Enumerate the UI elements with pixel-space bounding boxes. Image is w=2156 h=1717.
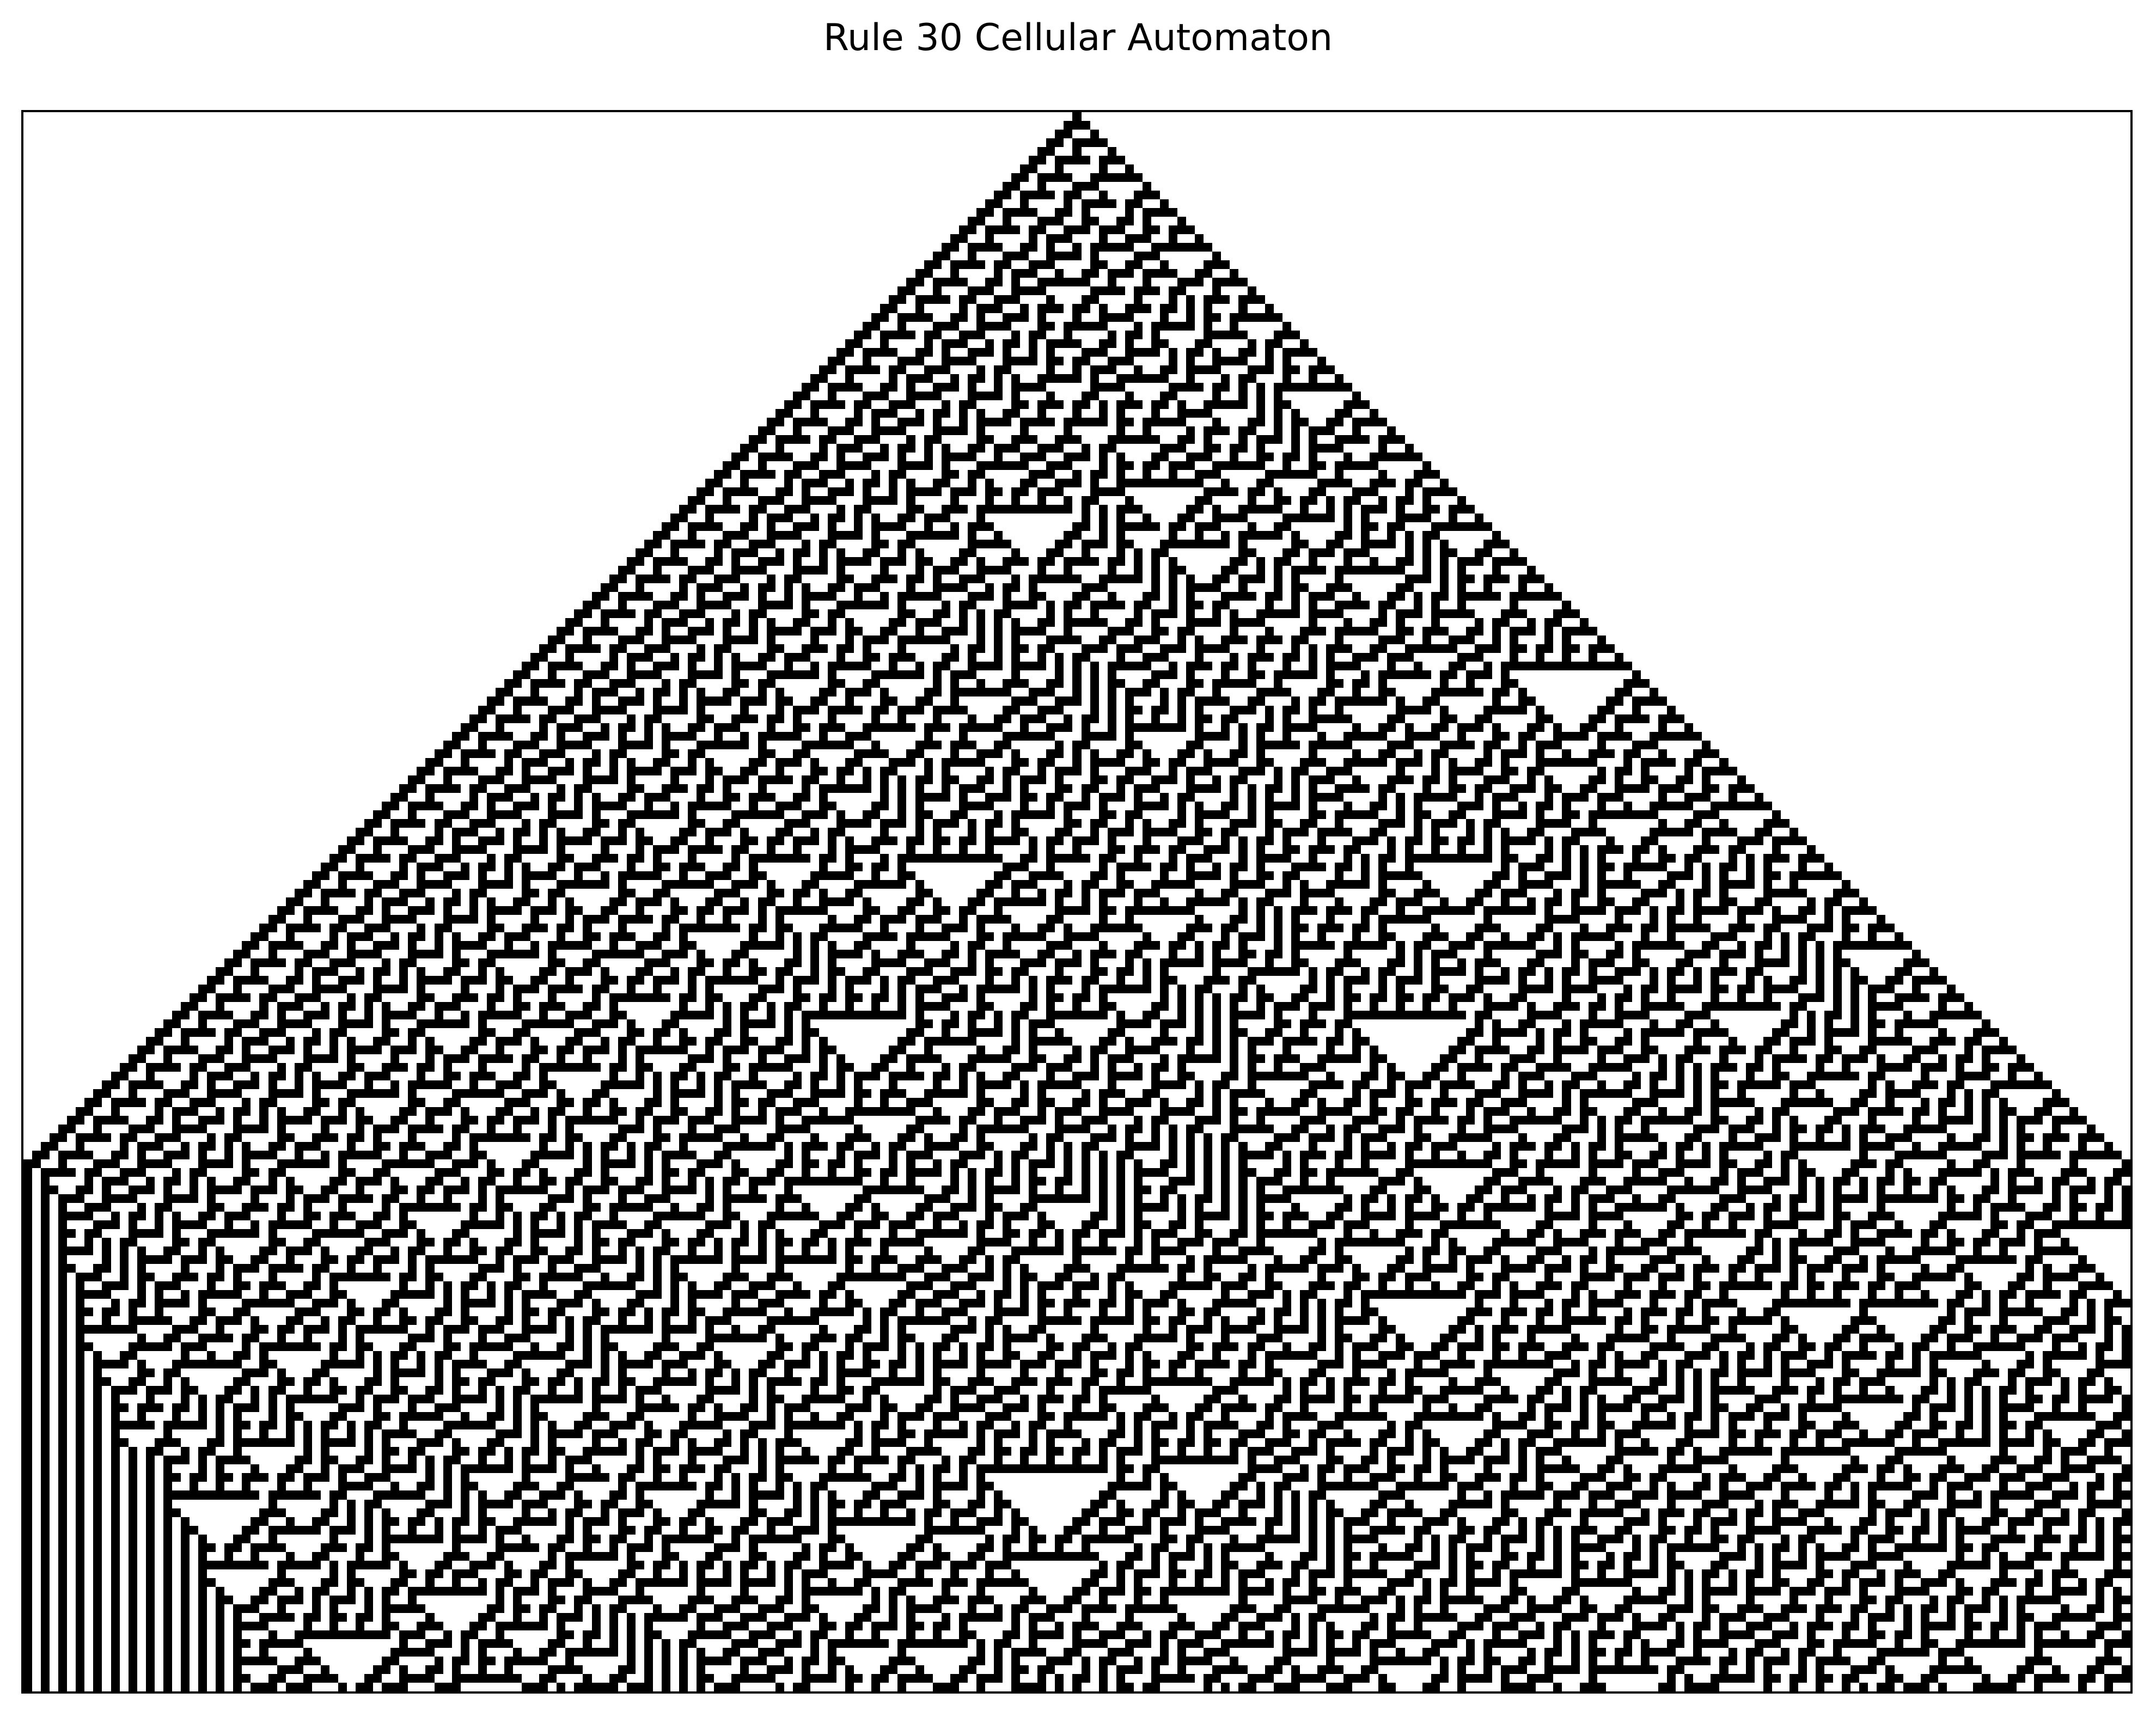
automaton-plot-area xyxy=(21,110,2133,1694)
cellular-automaton-grid xyxy=(23,112,2130,1691)
page-title: Rule 30 Cellular Automaton xyxy=(823,16,1333,59)
